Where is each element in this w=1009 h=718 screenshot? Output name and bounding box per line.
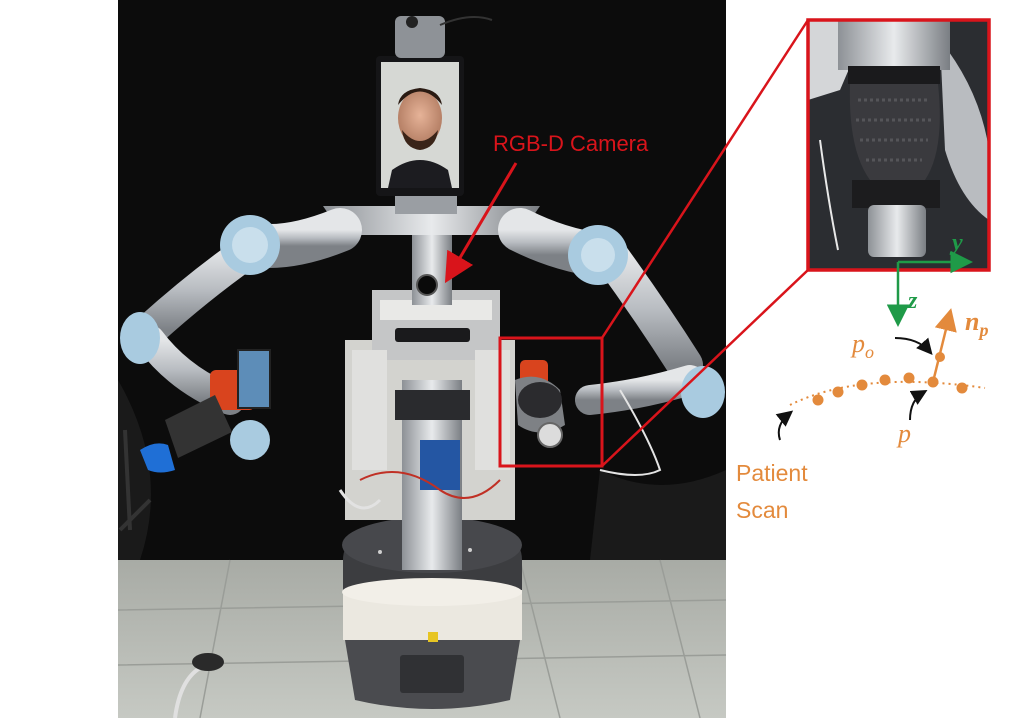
patient-scan-label-line1: Patient — [736, 460, 808, 486]
point-p-label: p — [896, 419, 911, 448]
backdrop-folds — [118, 380, 726, 560]
scan-point — [856, 379, 868, 391]
point-p-pointer — [909, 390, 928, 421]
normal-vector-arrow — [931, 308, 957, 383]
robot-photo — [117, 0, 727, 718]
robot-torso — [338, 215, 515, 570]
offset-point-po — [935, 352, 945, 362]
offset-point-pointer — [894, 337, 933, 356]
offset-point-label: po — [850, 329, 874, 362]
face — [398, 90, 442, 146]
normal-label: np — [965, 307, 988, 340]
zoom-connector-top — [600, 19, 810, 339]
scan-point — [956, 382, 968, 394]
tripod — [118, 429, 152, 532]
patient-scan-label-line2: Scan — [736, 497, 788, 523]
scan-point — [812, 394, 824, 406]
floor-outlet — [192, 653, 224, 671]
z-axis-label: z — [907, 288, 918, 314]
scan-point — [903, 372, 915, 384]
y-axis-label: y — [949, 230, 963, 256]
left-robot-arm — [120, 208, 362, 473]
patient-scan-pointer — [775, 410, 794, 441]
foam-tool — [849, 84, 940, 189]
patient-scan-diagram: np po p Patient Scan — [736, 307, 988, 523]
zoom-connector-bottom — [601, 269, 809, 467]
scan-curve — [789, 380, 986, 406]
head-display — [376, 15, 493, 196]
rgbd-camera-lens — [416, 274, 438, 296]
normal-label-subscript: p — [977, 320, 988, 340]
normal-label-main: n — [965, 307, 979, 336]
gripper-highlight-box — [498, 336, 604, 468]
rgbd-camera-arrow — [444, 162, 518, 284]
tool-coordinate-frame: y z — [886, 230, 973, 327]
rgbd-camera-label: RGB-D Camera — [493, 131, 649, 156]
scan-point — [832, 386, 844, 398]
offset-point-label-subscript: o — [865, 342, 874, 362]
scan-point — [879, 374, 891, 386]
gripper-zoom-inset — [808, 20, 989, 270]
offset-point-label-main: p — [850, 329, 865, 358]
